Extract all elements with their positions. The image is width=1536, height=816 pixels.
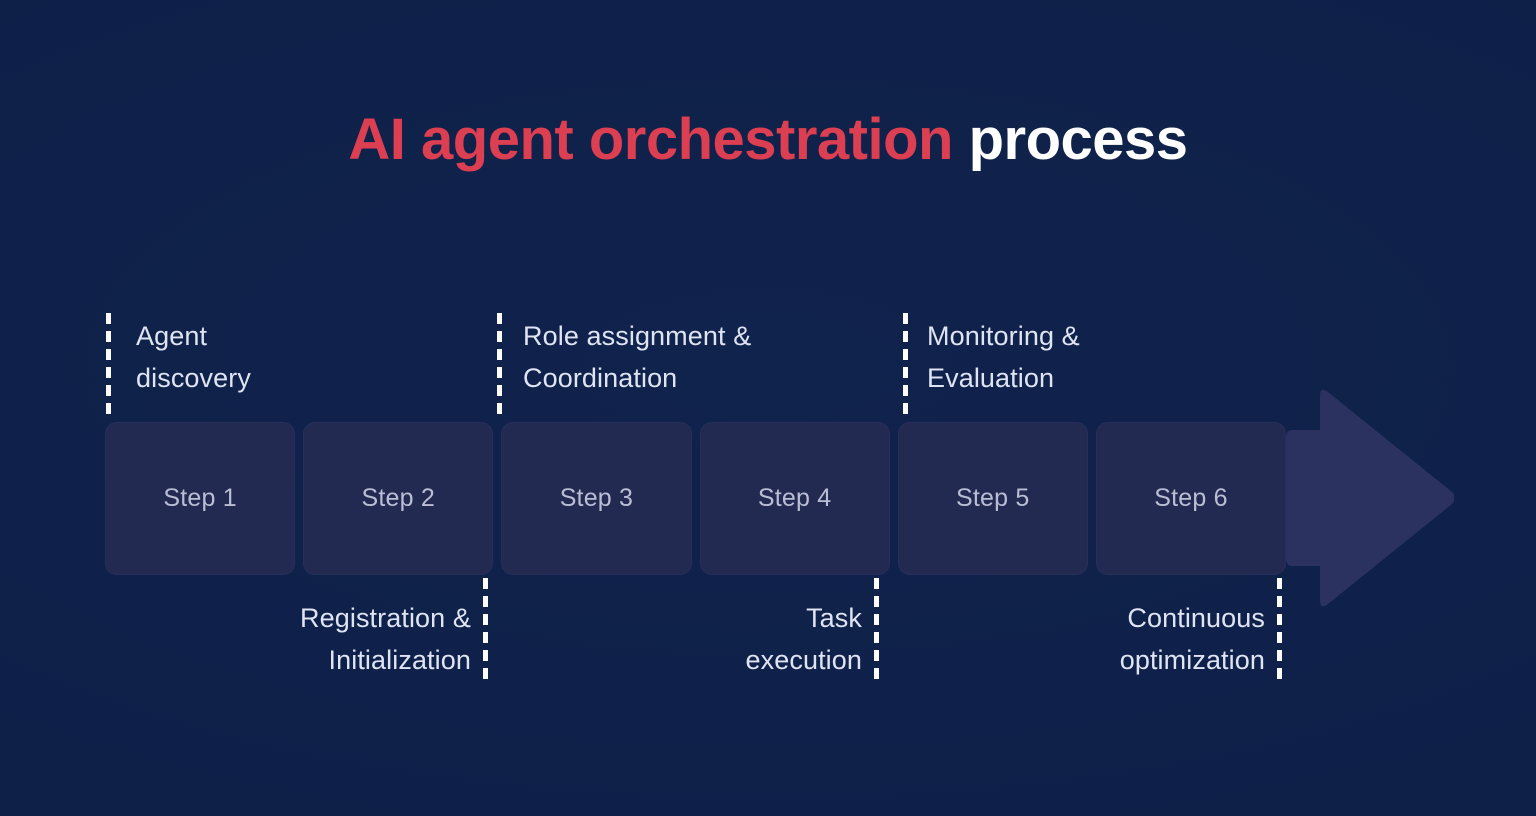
dash-connector-step6 [1277,578,1282,684]
callout-agent-discovery: Agent discovery [136,321,251,393]
steps-row: Step 1 Step 2 Step 3 Step 4 Step 5 Step … [105,422,1287,575]
callout-role-assignment-coordination: Role assignment & Coordination [523,321,752,393]
step-box-6[interactable]: Step 6 [1095,422,1287,575]
arrow-right-icon [1286,384,1454,612]
step-label: Step 5 [956,484,1030,512]
dash-connector-step5 [903,313,908,421]
step-box-5[interactable]: Step 5 [897,422,1088,575]
dash-connector-step2 [483,578,488,684]
callout-registration-initialization: Registration & Initialization [300,603,471,675]
step-box-1[interactable]: Step 1 [105,422,296,575]
dash-connector-step3 [497,313,502,421]
step-label: Step 1 [163,484,237,512]
step-box-3[interactable]: Step 3 [501,422,692,575]
dash-connector-step4 [874,578,879,684]
callout-monitoring-evaluation: Monitoring & Evaluation [927,321,1080,393]
page-title: AI agent orchestration process [0,108,1536,172]
dash-connector-step1 [106,313,111,421]
step-box-4[interactable]: Step 4 [699,422,890,575]
step-box-2[interactable]: Step 2 [303,422,494,575]
step-label: Step 4 [757,484,832,512]
page-title-plain: process [968,107,1188,172]
callout-task-execution: Task execution [745,603,862,675]
step-label: Step 2 [361,484,435,512]
callout-continuous-optimization: Continuous optimization [1119,603,1265,675]
step-label: Step 3 [559,484,634,512]
step-label: Step 6 [1154,484,1228,512]
page-title-accent: AI agent orchestration [348,107,953,172]
